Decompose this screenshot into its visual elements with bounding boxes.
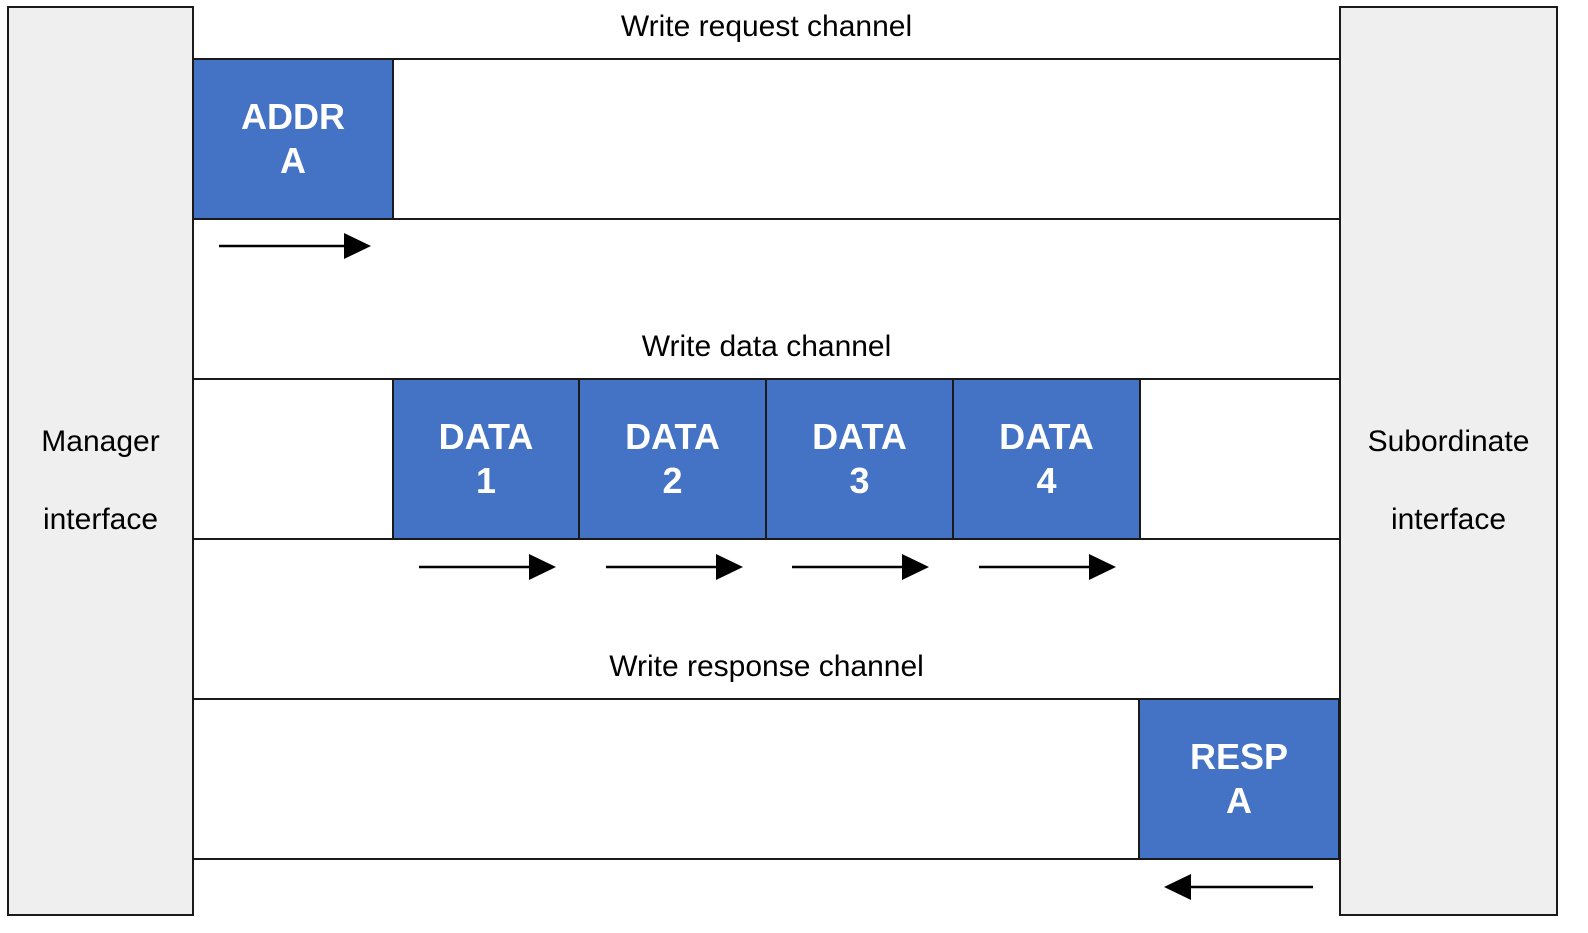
addr-a-block-line2: A [280, 140, 306, 181]
manager-interface-label-line1: Manager [41, 425, 160, 458]
manager-interface-label: Manager interface [41, 383, 159, 539]
write-response-channel-title: Write response channel [609, 650, 924, 683]
data-4-block-line2: 4 [1036, 460, 1057, 501]
write-response-channel-top-line [193, 698, 1340, 700]
data-3-block: DATA 3 [765, 378, 954, 540]
subordinate-interface: Subordinate interface [1339, 6, 1558, 916]
resp-a-block-line1: RESP [1189, 736, 1289, 777]
write-request-channel-title: Write request channel [620, 10, 913, 43]
data-2-block: DATA 2 [578, 378, 767, 540]
write-request-channel-top-line [193, 58, 1340, 60]
data-1-block-line2: 1 [475, 460, 497, 501]
manager-interface-label-line2: interface [42, 503, 159, 536]
subordinate-interface-label-line1: Subordinate [1367, 425, 1530, 458]
data-2-right-arrow-icon [606, 554, 743, 580]
data-1-block-line1: DATA [438, 416, 534, 457]
data-3-right-arrow-icon [792, 554, 929, 580]
resp-a-block: RESP A [1138, 698, 1340, 860]
addr-a-block-line1: ADDR [241, 96, 345, 137]
manager-interface: Manager interface [7, 6, 194, 916]
addr-a-right-arrow-icon [219, 233, 371, 259]
data-2-block-line1: DATA [625, 416, 720, 457]
data-2-block-line2: 2 [662, 460, 683, 501]
write-response-channel-bottom-line [193, 858, 1340, 860]
data-4-block-line1: DATA [999, 416, 1094, 457]
write-data-channel-title: Write data channel [641, 330, 892, 363]
data-1-block: DATA 1 [392, 378, 580, 540]
data-1-right-arrow-icon [419, 554, 556, 580]
subordinate-interface-label: Subordinate interface [1368, 383, 1530, 539]
write-request-channel-bottom-line [193, 218, 1340, 220]
resp-a-block-line2: A [1226, 780, 1252, 821]
data-4-block: DATA 4 [952, 378, 1141, 540]
addr-a-block: ADDR A [192, 58, 394, 220]
data-4-right-arrow-icon [979, 554, 1116, 580]
resp-a-left-arrow-icon [1164, 874, 1313, 900]
data-3-block-line1: DATA [812, 416, 907, 457]
subordinate-interface-label-line2: interface [1390, 503, 1507, 536]
data-3-block-line2: 3 [849, 460, 870, 501]
